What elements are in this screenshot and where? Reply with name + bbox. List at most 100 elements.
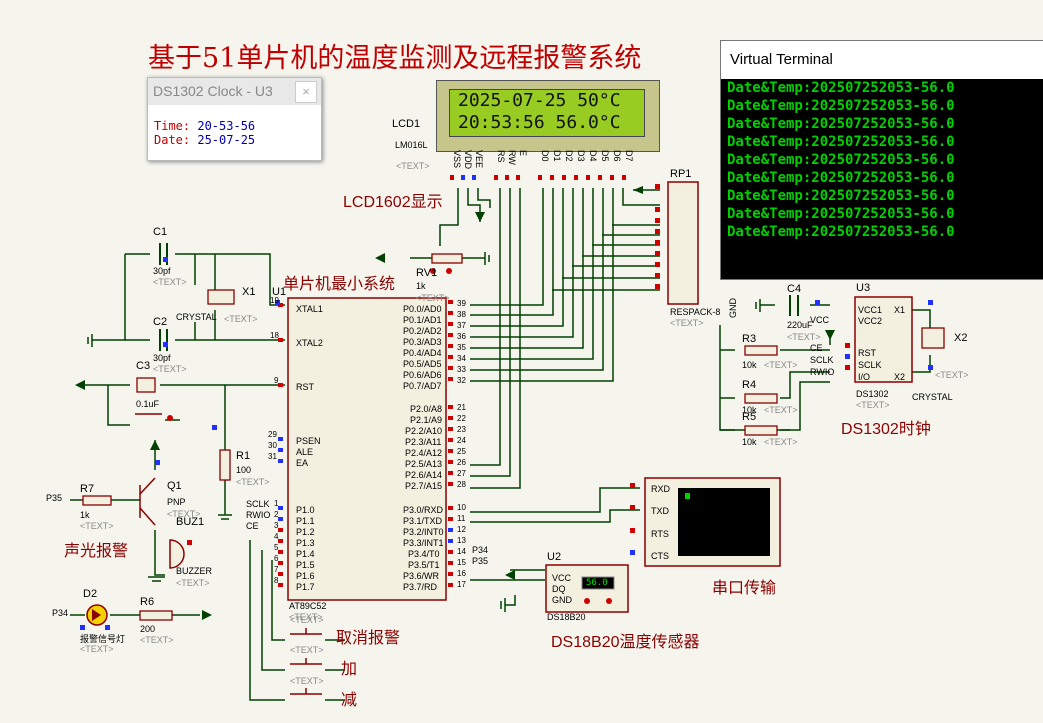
mcu-pin-num: 37 xyxy=(457,321,466,330)
mcu-pin-num: 33 xyxy=(457,365,466,374)
page-title: 基于51单片机的温度监测及远程报警系统 xyxy=(148,43,642,74)
mcu-pin-num: 18 xyxy=(270,331,279,340)
date-value: 25-07-25 xyxy=(197,133,256,147)
mcu-pin-right: P2.5/A13 xyxy=(405,459,443,469)
lcd-pin: VDD xyxy=(463,150,473,170)
mcu-pin-num: 24 xyxy=(457,436,466,445)
mcu-pin-right: P0.4/AD4 xyxy=(403,348,442,358)
rv1-adjust[interactable] xyxy=(446,268,452,274)
u3-pin: SCLK xyxy=(858,360,882,370)
mcu-pin-num: 2 xyxy=(274,510,279,519)
lcd-line-1: 2025-07-25 50°C xyxy=(458,90,621,111)
r6-ref: R6 xyxy=(140,596,155,608)
r5-value: 10k xyxy=(742,437,757,447)
u3-ref: U3 xyxy=(856,282,871,294)
time-label: Time: xyxy=(154,119,191,133)
btn-text-tag: <TEXT> xyxy=(290,676,324,686)
r6-value: 200 xyxy=(140,624,156,634)
mcu-pin-right: P2.4/A12 xyxy=(405,448,443,458)
mcu-pin-num: 34 xyxy=(457,354,466,363)
ds18b20-up-btn[interactable] xyxy=(606,598,612,604)
net-label-vcc: VCC xyxy=(810,315,830,325)
rp1-body[interactable] xyxy=(667,181,699,305)
ds1302-readout: Time: 20-53-56 Date: 25-07-25 xyxy=(148,105,321,147)
lcd-pin: D1 xyxy=(552,150,562,162)
net-label-sclk-u3: SCLK xyxy=(810,355,834,365)
lcd-text-tag: <TEXT> xyxy=(396,161,430,171)
rv1-adjust-2[interactable] xyxy=(430,268,436,274)
x1-text-tag: <TEXT> xyxy=(224,314,258,324)
net-label-p34-led: P34 xyxy=(52,608,69,618)
mcu-pin-num: 21 xyxy=(457,403,466,412)
d2-ref: D2 xyxy=(83,588,98,600)
reset-btn-knob[interactable] xyxy=(167,415,173,421)
serial-cursor xyxy=(685,493,690,499)
q1-text-tag: <TEXT> xyxy=(167,509,201,519)
ds18b20-reading: 56.0 xyxy=(586,578,608,588)
ds18b20-down-btn[interactable] xyxy=(584,598,590,604)
lcd-module[interactable]: 2025-07-25 50°C 20:53:56 56.0°C xyxy=(436,80,660,152)
mcu-body[interactable] xyxy=(287,297,447,601)
mcu-pin-right: P3.3/INT1 xyxy=(403,538,444,548)
c2-text-tag: <TEXT> xyxy=(153,364,187,374)
r1-text-tag: <TEXT> xyxy=(236,477,270,487)
virtual-terminal-window[interactable]: Virtual Terminal Date&Temp:202507252053-… xyxy=(720,40,1043,280)
cancel-alarm-caption[interactable]: 取消报警 xyxy=(336,630,401,647)
mcu-pin-num: 17 xyxy=(457,580,466,589)
mcu-pin-left: P1.3 xyxy=(296,538,315,548)
mcu-pin-num: 19 xyxy=(270,296,279,305)
lcd-model: LM016L xyxy=(395,140,428,150)
mcu-pin-right: P3.2/INT0 xyxy=(403,527,444,537)
mcu-pin-num: 38 xyxy=(457,310,466,319)
lcd-pin: D5 xyxy=(600,150,610,162)
buz1-value: BUZZER xyxy=(176,566,212,576)
r7-text-tag: <TEXT> xyxy=(80,521,114,531)
btn-text-tag: <TEXT> xyxy=(290,615,324,625)
r1-ref: R1 xyxy=(236,450,251,462)
terminal-line: Date&Temp:202507252053-56.0 xyxy=(727,116,955,132)
minus-caption[interactable]: 减 xyxy=(341,692,358,709)
c1-ref: C1 xyxy=(153,226,168,238)
mcu-pin-right: P0.0/AD0 xyxy=(403,304,442,314)
transistor-q1 xyxy=(139,477,156,526)
mcu-pin-right: P0.1/AD1 xyxy=(403,315,442,325)
buzzer-symbol xyxy=(169,539,185,569)
lcd-pin: E xyxy=(518,150,528,157)
x2-value: CRYSTAL xyxy=(912,392,953,402)
mcu-pin-num: 31 xyxy=(268,452,277,461)
lcd-pin: VEE xyxy=(474,150,484,169)
serial-pin: RXD xyxy=(651,484,671,494)
u2-pin: DQ xyxy=(552,584,566,594)
x2-text-tag: <TEXT> xyxy=(935,370,969,380)
push-buttons[interactable] xyxy=(135,413,322,695)
c4-value: 220uF xyxy=(787,320,813,330)
mcu-pin-left: P1.1 xyxy=(296,516,315,526)
ds1302-clock-window[interactable]: DS1302 Clock - U3 × Time: 20-53-56 Date:… xyxy=(147,77,322,161)
q1-ref: Q1 xyxy=(167,480,182,492)
u3-pin: RST xyxy=(858,348,876,358)
u3-pin: VCC2 xyxy=(858,316,883,326)
plus-caption[interactable]: 加 xyxy=(341,661,358,678)
led-arrow xyxy=(92,609,101,621)
u3-value: DS1302 xyxy=(856,389,889,399)
lcd-line-2: 20:53:56 56.0°C xyxy=(458,112,621,133)
mcu-pin-left: PSEN xyxy=(296,436,321,446)
close-icon[interactable]: × xyxy=(295,81,317,103)
mcu-pin-num: 28 xyxy=(457,480,466,489)
rv1-value: 1k xyxy=(416,281,426,291)
d2-value: 报警信号灯 xyxy=(80,634,126,644)
lcd-pin: D6 xyxy=(612,150,622,162)
mcu-pin-left: XTAL1 xyxy=(296,304,323,314)
ds1302-body[interactable] xyxy=(854,296,913,383)
terminal-line: Date&Temp:202507252053-56.0 xyxy=(727,224,955,240)
terminal-line: Date&Temp:202507252053-56.0 xyxy=(727,80,955,96)
r4-value: 10k xyxy=(742,405,757,415)
lcd-pin: D2 xyxy=(564,150,574,162)
serial-pin: CTS xyxy=(651,551,669,561)
mcu-pin-num: 11 xyxy=(457,514,466,523)
r3-value: 10k xyxy=(742,360,757,370)
rp1-text-tag: <TEXT> xyxy=(670,318,704,328)
rv1-text-tag: <TEXT> xyxy=(416,293,450,303)
mcu-pin-num: 10 xyxy=(457,503,466,512)
